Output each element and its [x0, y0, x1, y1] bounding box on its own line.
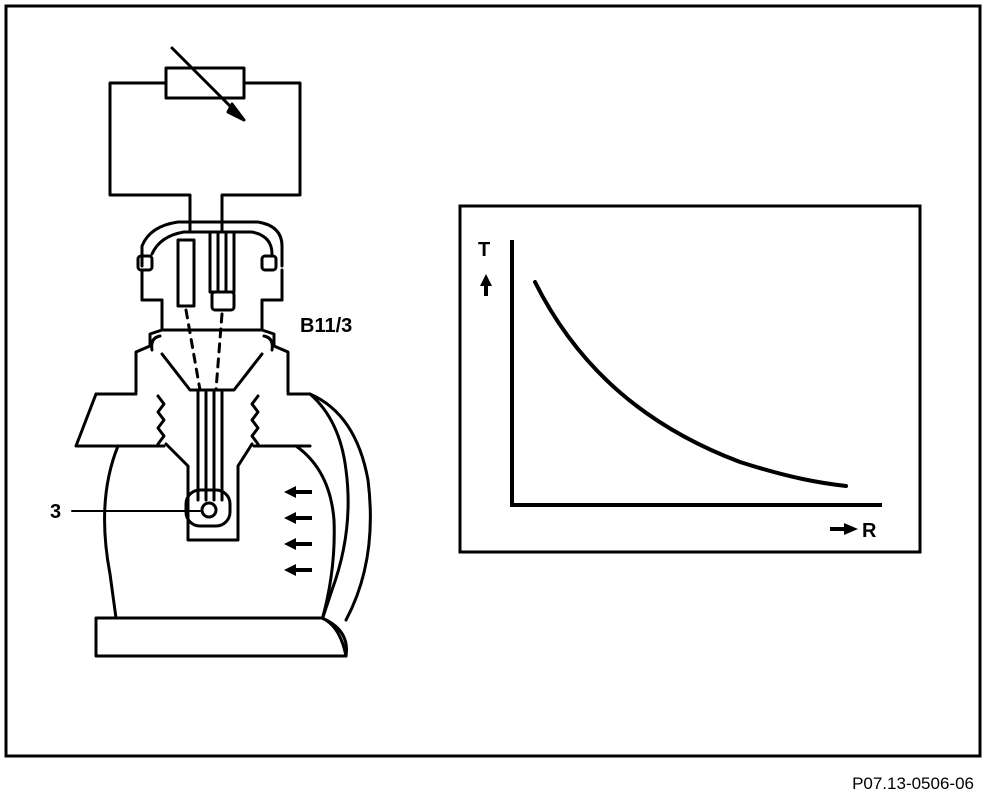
sensor-body	[134, 308, 290, 542]
sensor-head	[136, 220, 284, 332]
x-axis-label: R	[862, 520, 877, 542]
sensor-part-label: 3	[50, 501, 61, 523]
pipe-section	[74, 392, 372, 658]
circuit-wires	[108, 81, 302, 234]
characteristic-graph: T R	[458, 204, 922, 554]
y-axis-arrow-icon	[480, 274, 492, 296]
figure-code: P07.13-0506-06	[852, 774, 974, 793]
component-label: B11/3	[300, 315, 352, 337]
flow-arrow-icon	[284, 486, 312, 576]
resistance-temperature-curve	[533, 280, 848, 488]
graph-frame	[458, 204, 922, 554]
y-axis-label: T	[478, 239, 490, 261]
x-axis-arrow-icon	[830, 523, 858, 535]
variable-resistor-icon	[164, 46, 246, 122]
sensor-element-3	[200, 501, 218, 519]
sensor-illustration	[71, 46, 372, 658]
